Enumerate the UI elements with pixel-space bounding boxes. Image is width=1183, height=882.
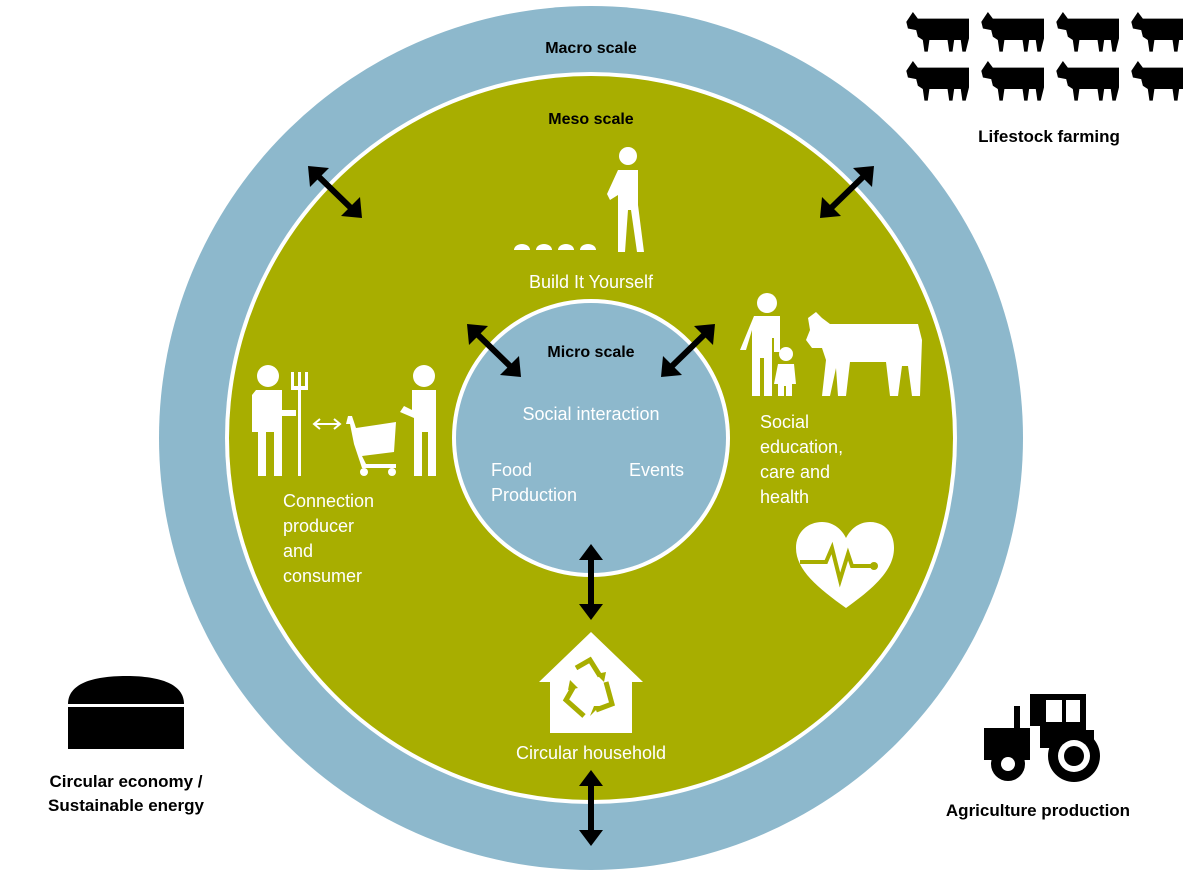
connection-label-1: Connection [283,491,374,511]
build-it-yourself-label: Build It Yourself [529,272,654,292]
double-arrow-icon [308,166,362,218]
recycle-house-icon [539,632,643,733]
double-arrow-icon [579,544,603,620]
double-arrow-icon [661,324,715,377]
tractor-icon [984,694,1100,782]
double-arrow-icon [467,324,521,377]
connection-label-4: consumer [283,566,362,586]
social-education-label-4: health [760,487,809,507]
circular-household-label: Circular household [516,743,666,763]
social-education-label-1: Social [760,412,809,432]
meso-scale-label: Meso scale [548,111,633,128]
exchange-arrow-icon [312,418,342,430]
double-arrow-icon [579,770,603,846]
macro-scale-label: Macro scale [545,40,637,57]
circular-economy-label-2: Sustainable energy [48,796,204,815]
social-interaction-label: Social interaction [522,404,659,424]
heart-pulse-icon [796,522,894,608]
food-production-label-1: Food [491,460,532,480]
agriculture-label: Agriculture production [946,801,1130,820]
livestock-label: Lifestock farming [978,127,1120,146]
connection-label-2: producer [283,516,354,536]
build-it-yourself-icon [514,147,644,252]
double-arrow-icon [820,166,874,218]
circular-economy-label-1: Circular economy / [49,772,202,791]
social-education-label-2: education, [760,437,843,457]
care-icon [740,293,922,396]
events-label: Events [629,460,684,480]
connection-label-3: and [283,541,313,561]
cow-herd-icon [906,12,1183,101]
producer-consumer-icon [252,365,436,476]
micro-circle [456,303,726,573]
social-education-label-3: care and [760,462,830,482]
micro-scale-label: Micro scale [547,344,634,361]
food-production-label-2: Production [491,485,577,505]
biogas-dome-icon [68,676,184,749]
